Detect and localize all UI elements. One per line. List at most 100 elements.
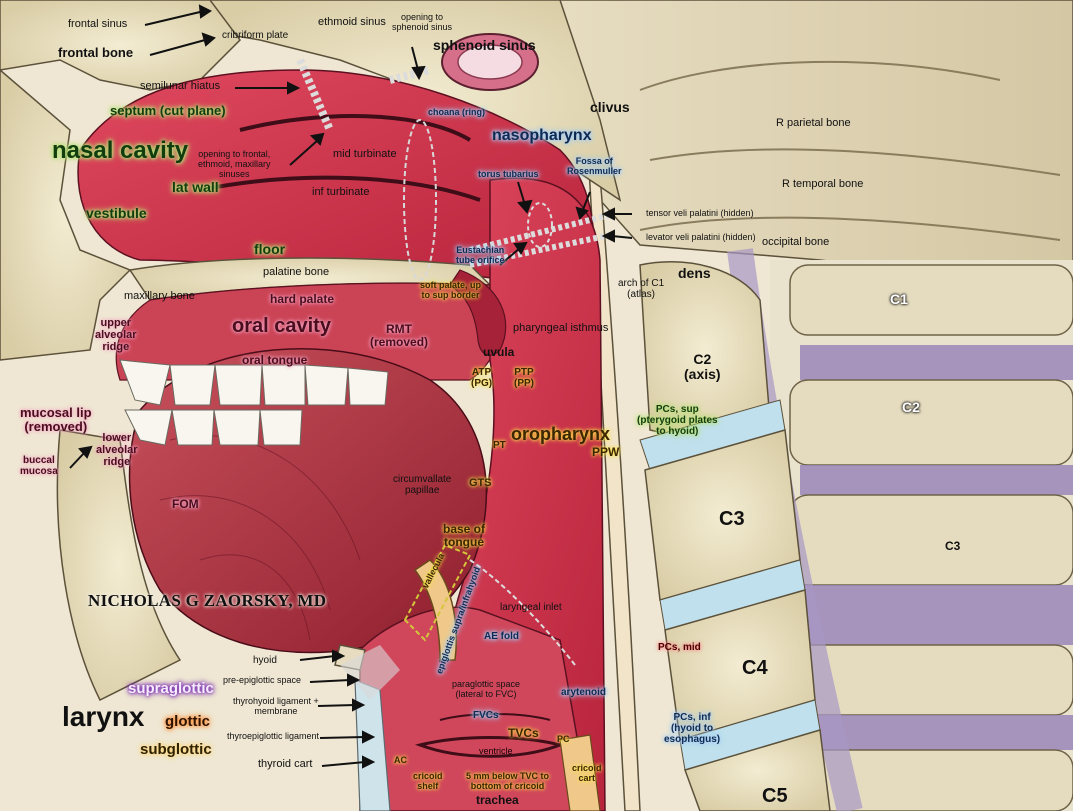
label-supraglottic: supraglottic [128,681,214,698]
label-ae-fold: AE fold [484,631,519,642]
label-uvula: uvula [483,346,514,359]
label-paraglottic: paraglottic space (lateral to FVC) [452,680,520,700]
label-c3-mid: C3 [719,508,745,530]
label-soft-palate: soft palate, up to sup border [420,281,481,301]
label-gts: GTS [469,477,492,489]
label-thyrohyoid-line2: membrane [233,707,319,717]
label-floor: floor [254,242,285,257]
label-lower-alveolar-line3: ridge [96,456,138,468]
label-septum: septum (cut plane) [110,104,226,118]
label-c2-right: C2 [902,400,920,415]
label-arch-c1: arch of C1 (atlas) [618,278,664,300]
label-below-tvc-line2: bottom of cricoid [466,782,549,792]
label-pt: PT [493,440,506,451]
label-atp-line1: ATP [471,367,492,378]
label-torus-tubarius: torus tubarius [478,170,539,180]
label-ac: AC [394,756,407,766]
label-inf-turbinate: inf turbinate [312,186,369,198]
label-opening-frontal: opening to frontal, ethmoid, maxillary s… [198,150,271,180]
label-upper-alveolar-line2: alveolar [95,329,137,341]
label-base-of-tongue: base of tongue [443,523,485,549]
label-mid-turbinate: mid turbinate [333,148,397,160]
label-maxillary-bone: maxillary bone [124,290,195,302]
label-eustachian-line2: tube orifice [456,256,505,266]
label-hyoid: hyoid [253,655,277,666]
label-c3-right: C3 [945,540,960,553]
label-arch-c1-line2: (atlas) [618,289,664,300]
label-tvcs: TVCs [508,727,539,740]
label-ventricle: ventricle [479,747,513,757]
label-choana: choana (ring) [428,108,485,118]
label-dens: dens [678,266,711,281]
label-rmt: RMT (removed) [370,323,428,349]
label-c2-axis: C2 (axis) [684,352,721,383]
label-upper-alveolar-line1: upper [95,317,137,329]
label-thyroepiglottic: thyroepiglottic ligament [227,732,319,742]
label-circumvallate-line1: circumvallate [393,474,451,485]
label-pcs-inf-line2: (hyoid to [664,723,720,734]
label-buccal-mucosa-line1: buccal [20,455,58,466]
label-eustachian: Eustachian tube orifice [456,246,505,266]
label-soft-palate-line2: to sup border [420,291,481,301]
label-cribriform-plate: cribriform plate [222,30,288,41]
label-c2-axis-line2: (axis) [684,367,721,382]
label-nasopharynx: nasopharynx [492,127,592,145]
label-thyroid-cart: thyroid cart [258,758,312,770]
label-cricoid-shelf-line2: shelf [413,782,443,792]
label-pcs-sup: PCs, sup (pterygoid plates to hyoid) [637,404,718,437]
label-pcs-sup-line3: to hyoid) [637,426,718,437]
label-cricoid-cart: cricoid cart [572,764,602,784]
label-occipital-bone: occipital bone [762,236,829,248]
label-circumvallate-line2: papillae [393,485,451,496]
label-circumvallate: circumvallate papillae [393,474,451,496]
label-ethmoid-sinus: ethmoid sinus [318,16,386,28]
label-vestibule: vestibule [86,206,147,221]
label-trachea: trachea [476,794,519,807]
label-pcs-inf-line3: esophagus) [664,734,720,745]
label-nasal-cavity: nasal cavity [52,138,188,164]
label-semilunar-hiatus: semilunar hiatus [140,80,220,92]
label-below-tvc: 5 mm below TVC to bottom of cricoid [466,772,549,792]
label-sphenoid-sinus: sphenoid sinus [433,38,536,53]
label-upper-alveolar: upper alveolar ridge [95,317,137,353]
label-frontal-bone: frontal bone [58,46,133,60]
label-r-temporal-bone: R temporal bone [782,178,863,190]
label-cricoid-shelf: cricoid shelf [413,772,443,792]
label-arytenoid: arytenoid [561,687,606,698]
label-base-of-tongue-line2: tongue [443,536,485,549]
label-cricoid-cart-line2: cart [572,774,602,784]
label-palatine-bone: palatine bone [263,266,329,278]
label-pcs-mid: PCs, mid [658,642,701,653]
label-lat-wall: lat wall [172,180,219,195]
label-arch-c1-line1: arch of C1 [618,278,664,289]
label-thyrohyoid: thyrohyoid ligament + membrane [233,697,319,717]
label-subglottic: subglottic [140,742,212,759]
label-c5: C5 [762,785,788,807]
signature: NICHOLAS G ZAORSKY, MD [88,592,326,611]
label-levator-veli: levator veli palatini (hidden) [646,233,756,243]
label-ptp-line1: PTP [514,367,534,378]
label-glottic: glottic [165,714,210,731]
label-lower-alveolar: lower alveolar ridge [96,432,138,468]
label-ptp: PTP (PP) [514,367,534,389]
label-opening-sphenoid: opening to sphenoid sinus [392,13,452,33]
label-fossa-rosenmuller: Fossa of Rosenmuller [567,157,622,177]
label-lower-alveolar-line2: alveolar [96,444,138,456]
label-paraglottic-line2: (lateral to FVC) [452,690,520,700]
label-pcs-inf-line1: PCs, inf [664,712,720,723]
label-pcs-sup-line1: PCs, sup [637,404,718,415]
label-frontal-sinus: frontal sinus [68,18,127,30]
label-atp: ATP (PG) [471,367,492,389]
label-c4: C4 [742,657,768,679]
label-pcs-sup-line2: (pterygoid plates [637,415,718,426]
label-pcs-inf: PCs, inf (hyoid to esophagus) [664,712,720,745]
label-clivus: clivus [590,100,630,115]
label-atp-line2: (PG) [471,378,492,389]
label-ppw: PPW [592,446,619,459]
label-fom: FOM [172,498,199,511]
label-hard-palate: hard palate [270,293,334,306]
label-upper-alveolar-line3: ridge [95,341,137,353]
label-fvcs: FVCs [473,710,499,721]
label-pc: PC [557,735,570,745]
